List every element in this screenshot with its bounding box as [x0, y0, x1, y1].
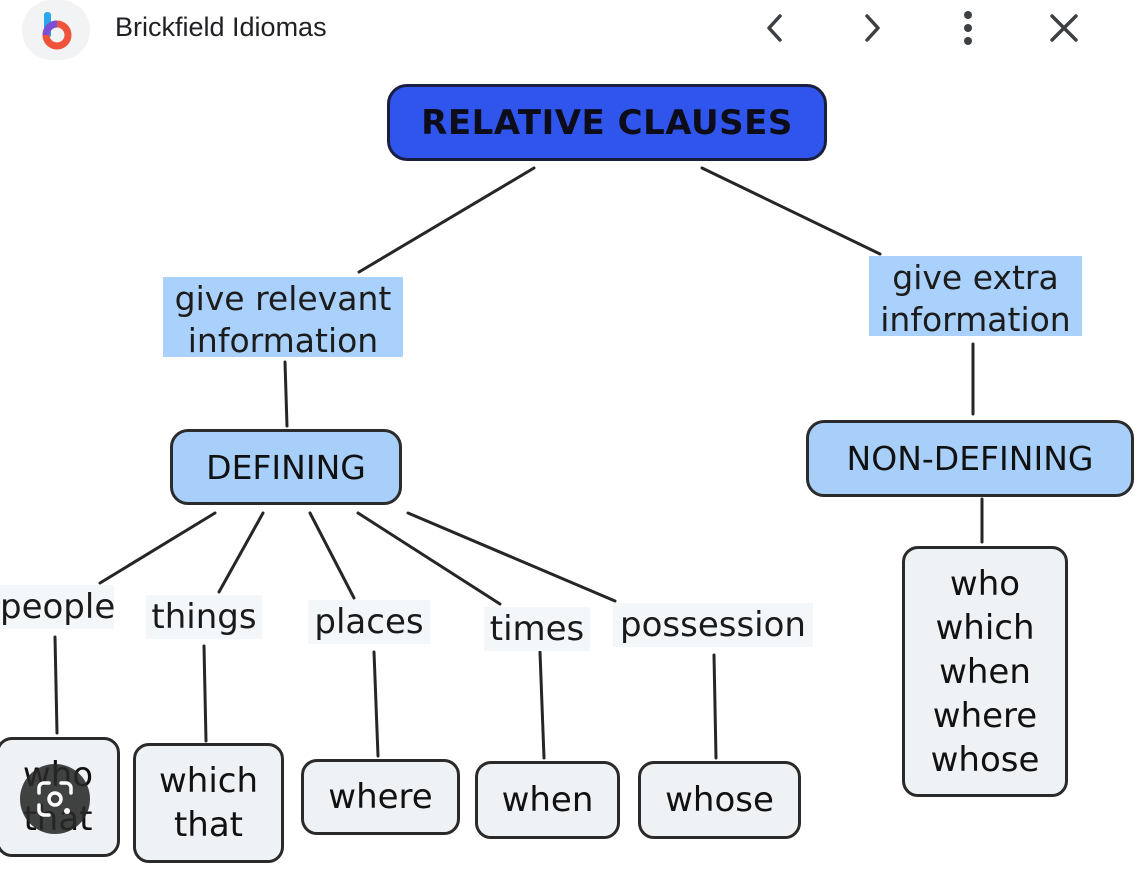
connector-line	[356, 511, 502, 606]
left-branch-label-line1: give relevant	[174, 279, 392, 318]
back-button[interactable]	[753, 6, 797, 50]
close-button[interactable]	[1042, 6, 1086, 50]
leaf-label-people: people	[0, 585, 116, 629]
google-lens-icon	[37, 781, 73, 817]
connector-line	[357, 166, 536, 274]
connector-line	[406, 511, 617, 603]
forward-button[interactable]	[850, 6, 894, 50]
forward-chevron-icon	[865, 14, 880, 42]
top-bar: Brickfield Idiomas	[0, 0, 1138, 60]
right-branch-label: give extra information	[869, 256, 1082, 339]
more-options-button[interactable]	[946, 6, 990, 50]
answer-text: whose	[665, 780, 774, 820]
connector-line	[538, 650, 546, 760]
answer-text: which	[158, 761, 259, 801]
connector-line	[700, 166, 882, 256]
diagram-title: RELATIVE CLAUSES	[387, 84, 827, 161]
google-lens-button[interactable]	[20, 764, 90, 834]
answer-text: where	[932, 695, 1038, 736]
connector-line	[283, 360, 289, 428]
right-branch-label-line2: information	[880, 300, 1071, 339]
close-icon	[1050, 14, 1078, 42]
answer-box-places: where	[301, 759, 460, 835]
connector-line	[98, 511, 217, 585]
answer-box-times: when	[475, 761, 620, 839]
answer-text: when	[501, 780, 594, 820]
connector-line	[308, 511, 356, 600]
leaf-label-things: things	[146, 595, 262, 639]
connector-line	[202, 644, 208, 743]
left-branch-label: give relevant information	[163, 277, 403, 360]
answer-text: where	[328, 777, 433, 817]
answer-text: who	[949, 563, 1021, 604]
back-chevron-icon	[767, 14, 782, 42]
answer-text: which	[935, 607, 1035, 648]
left-branch-label-line2: information	[187, 321, 379, 360]
non-defining-box: NON-DEFINING	[806, 420, 1134, 497]
app-title: Brickfield Idiomas	[115, 12, 327, 42]
brickfield-logo-icon	[42, 12, 72, 50]
leaf-label-places: places	[308, 600, 430, 644]
connector-line	[53, 635, 59, 735]
answer-box-things: which that	[133, 743, 284, 863]
app-logo[interactable]	[22, 0, 90, 60]
more-vert-icon	[964, 11, 972, 45]
leaf-label-times: times	[484, 607, 590, 651]
answer-box-non-defining: who which when where whose	[902, 546, 1068, 797]
answer-box-possession: whose	[638, 761, 801, 839]
connector-line	[712, 653, 718, 760]
answer-text: whose	[930, 739, 1040, 780]
answer-text: that	[173, 805, 244, 845]
connector-line	[217, 511, 265, 594]
connector-line	[372, 650, 380, 758]
right-branch-label-line1: give extra	[892, 258, 1059, 297]
answer-text: when	[939, 651, 1031, 692]
defining-box: DEFINING	[170, 429, 402, 505]
leaf-label-possession: possession	[613, 603, 813, 647]
